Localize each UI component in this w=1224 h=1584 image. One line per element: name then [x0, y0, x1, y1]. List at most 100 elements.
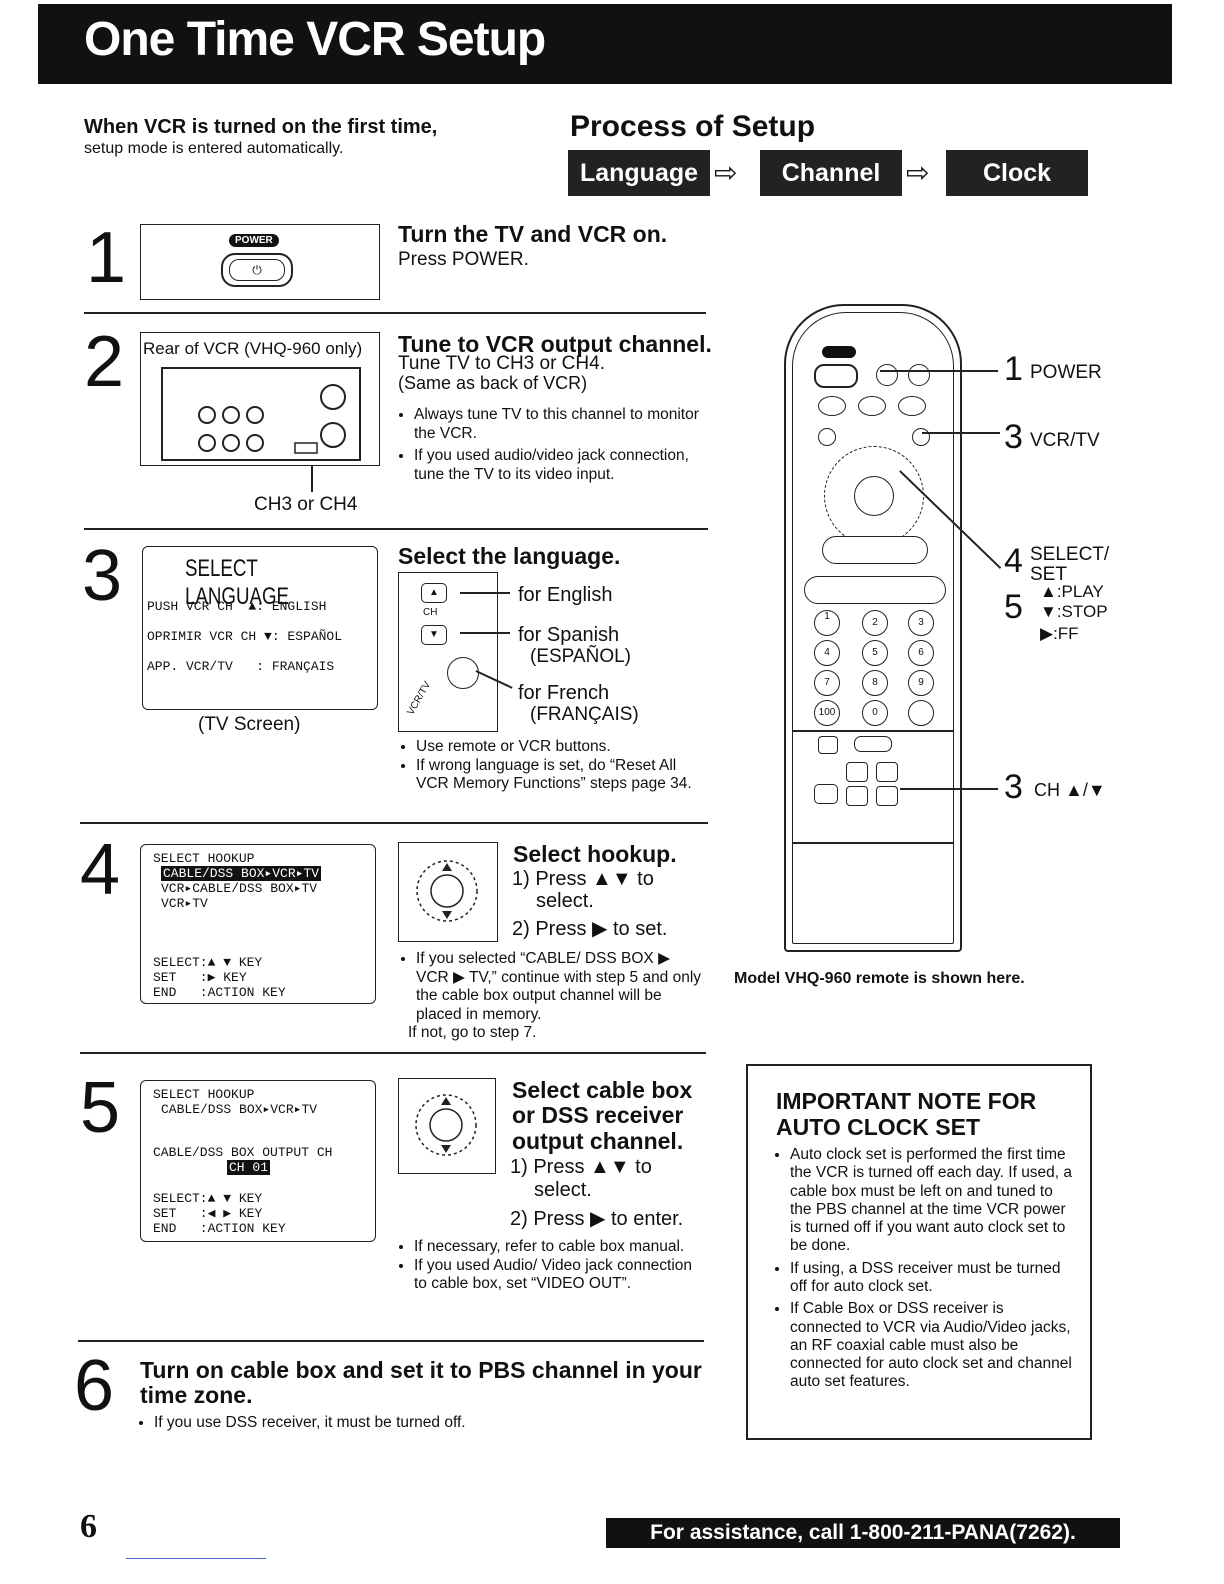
step-number: 2	[84, 322, 125, 402]
step5-title: Select cable box or DSS receiver output …	[512, 1077, 693, 1154]
callout-power: POWER	[1030, 362, 1102, 383]
display-button	[908, 364, 930, 386]
option-french: for French	[518, 682, 610, 704]
remote-key: 3	[908, 610, 934, 636]
screen-line: SELECT HOOKUP	[153, 1087, 255, 1102]
remote-key: 1	[814, 610, 840, 636]
rear-panel-title: Rear of VCR (VHQ-960 only)	[143, 339, 363, 358]
rear-vcr-panel: Rear of VCR (VHQ-960 only)	[140, 332, 380, 466]
remote-key: 6	[908, 640, 934, 666]
screen-line: SELECT HOOKUP	[153, 851, 255, 866]
step-number: 3	[82, 536, 123, 616]
screen-key: END :ACTION KEY	[153, 1221, 286, 1236]
process-step-channel: Channel	[760, 150, 902, 196]
remote-key: 7	[814, 670, 840, 696]
screen-line: CABLE/DSS BOX OUTPUT CH	[153, 1145, 333, 1160]
footer-rule	[126, 1558, 266, 1559]
step-number: 4	[80, 830, 121, 910]
step1-title: Turn the TV and VCR on.	[398, 221, 668, 247]
step2-line1: Tune TV to CH3 or CH4.	[398, 353, 605, 374]
divider	[80, 822, 708, 824]
ch-up-icon: ▲	[421, 583, 447, 603]
caption-pointer	[311, 466, 313, 492]
power-button-panel: POWER ⏻	[140, 224, 380, 300]
note-item: If necessary, refer to cable box manual.	[414, 1238, 696, 1257]
option-english: for English	[518, 584, 613, 606]
step2-line2: (Same as back of VCR)	[398, 373, 588, 393]
option-french-native: (FRANÇAIS)	[530, 704, 639, 725]
arrow-right-icon: ⇨	[714, 157, 738, 188]
note-item: If you used Audio/ Video jack connection…	[414, 1257, 696, 1294]
remote-key: 8	[862, 670, 888, 696]
process-step-language: Language	[568, 150, 710, 196]
step3-notes: Use remote or VCR buttons. If wrong lang…	[398, 738, 698, 794]
note-item: If Cable Box or DSS receiver is connecte…	[790, 1300, 1076, 1391]
callout-vcrtv-num: 3	[1004, 418, 1023, 456]
remote-key: 4	[814, 640, 840, 666]
screen-line: APP. VCR/TV : FRANÇAIS	[147, 659, 335, 674]
dpad-icon	[416, 860, 478, 922]
step3-title: Select the language.	[398, 543, 621, 569]
screen-line: VCR▸TV	[161, 896, 208, 911]
page-title: One Time VCR Setup	[84, 13, 546, 66]
screen-line: VCR▸CABLE/DSS BOX▸TV	[161, 881, 318, 896]
screen-key: SET :▶ KEY	[153, 970, 247, 985]
divider	[84, 312, 706, 314]
process-step-clock: Clock	[946, 150, 1088, 196]
remote-key: 0	[862, 700, 888, 726]
step2-title: Tune to VCR output channel.	[398, 331, 712, 357]
step5-step2: 2) Press ▶ to enter.	[510, 1208, 684, 1230]
callout-set: SET	[1030, 564, 1067, 585]
callout-play: ▲:PLAY	[1040, 582, 1104, 601]
remote-divider	[792, 730, 954, 732]
note-item: If wrong language is set, do “Reset All …	[416, 757, 698, 794]
remote-power-key	[814, 364, 858, 388]
screen-line: CABLE/DSS BOX▸VCR▸TV	[161, 1102, 318, 1117]
index-button	[854, 736, 892, 752]
vcr-tv-label: VCR/TV	[405, 679, 434, 718]
remote-inner-outline	[792, 312, 954, 944]
hookup-tv-screen: SELECT HOOKUP CABLE/DSS BOX▸VCR▸TV VCR▸C…	[140, 844, 376, 1004]
divider	[80, 1052, 706, 1054]
step1-text: Press POWER.	[398, 249, 529, 270]
note-item: Use remote or VCR buttons.	[416, 738, 698, 757]
step5-notes: If necessary, refer to cable box manual.…	[396, 1238, 696, 1294]
dss-mode-button	[898, 396, 926, 416]
action-button-row	[822, 536, 928, 564]
ch-down-icon: ▼	[421, 625, 447, 645]
step4-notes: If you selected “CABLE/ DSS BOX ▶ VCR ▶ …	[398, 950, 704, 1043]
vcr-buttons-drawing: ▲ CH ▼ VCR/TV	[398, 572, 498, 732]
dpad-drawing	[398, 1078, 496, 1174]
callout-ff: ▶:FF	[1040, 624, 1079, 643]
note-item: If using, a DSS receiver must be turned …	[790, 1260, 1076, 1297]
remote-key: 9	[908, 670, 934, 696]
step2-caption: CH3 or CH4	[254, 494, 358, 515]
callout-select-num: 4	[1004, 542, 1023, 580]
dpad-icon	[415, 1094, 477, 1156]
divider	[78, 1340, 704, 1342]
vcr-tv-button-icon	[447, 657, 479, 689]
note-item: If you selected “CABLE/ DSS BOX ▶ VCR ▶ …	[416, 950, 704, 1024]
tv-vcr-button	[912, 428, 930, 446]
note-text: If not, go to step 7.	[408, 1024, 537, 1042]
power-icon: ⏻	[229, 259, 285, 281]
callout-select: SELECT/	[1030, 544, 1110, 565]
vcr-tv-button	[818, 428, 836, 446]
callout-power-num: 1	[1004, 350, 1023, 388]
callout-stop: ▼:STOP	[1040, 602, 1108, 621]
screen-line-highlighted: CABLE/DSS BOX▸VCR▸TV	[161, 866, 322, 881]
step4-title: Select hookup.	[513, 841, 677, 867]
av-jacks-icon	[198, 384, 346, 454]
screen-key: SELECT:▲ ▼ KEY	[153, 1191, 263, 1206]
step-number: 1	[86, 218, 127, 298]
step-number: 6	[74, 1346, 115, 1426]
transport-row	[804, 576, 946, 604]
callout-line	[880, 370, 998, 372]
callout-ch: CH ▲/▼	[1034, 780, 1106, 800]
remote-key: 2	[862, 610, 888, 636]
vol-up-button	[846, 762, 868, 782]
callout-ch-num: 3	[1004, 768, 1023, 806]
step4-step1b: select.	[536, 890, 594, 912]
add-delete-button	[908, 700, 934, 726]
callout-line	[900, 788, 998, 790]
